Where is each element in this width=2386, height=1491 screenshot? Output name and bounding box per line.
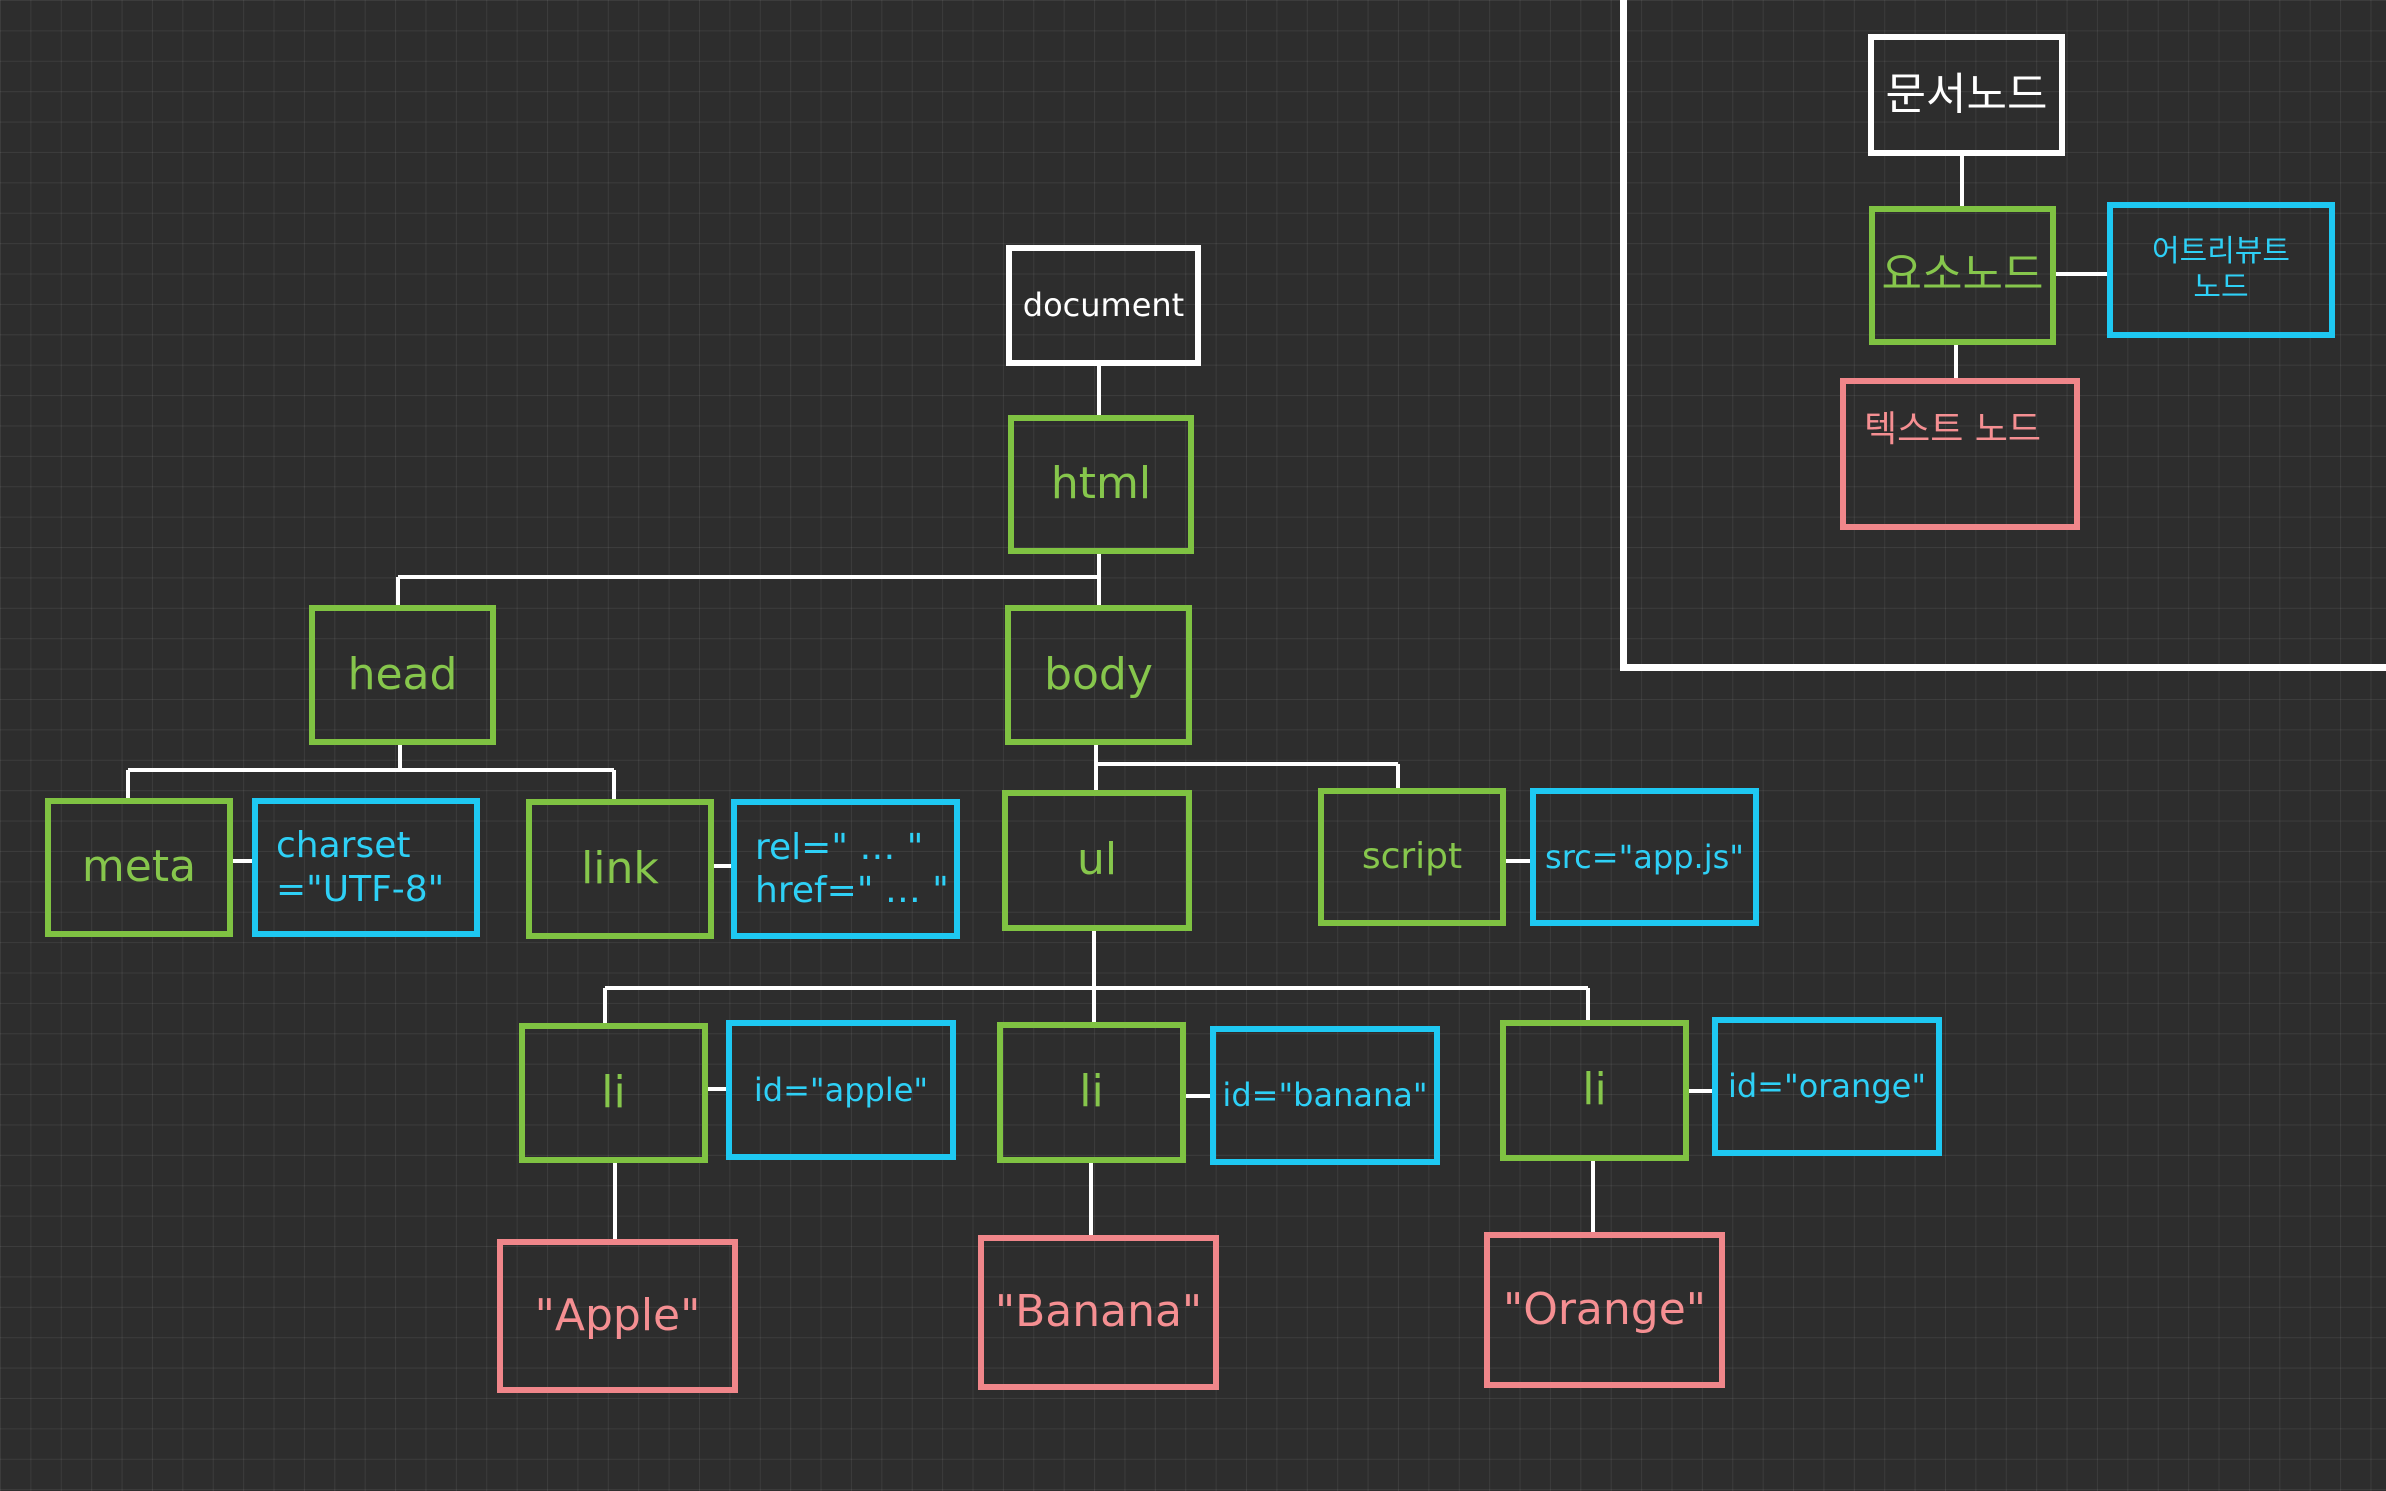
link-node: link bbox=[526, 799, 714, 939]
legend-element-node: 요소노드 bbox=[1869, 206, 2056, 345]
text-orange-node: "Orange" bbox=[1484, 1232, 1725, 1388]
head-node: head bbox=[309, 605, 496, 745]
legend-document-node: 문서노드 bbox=[1868, 34, 2065, 156]
li-orange-node: li bbox=[1500, 1020, 1689, 1161]
script-attribute-node: src="app.js" bbox=[1530, 788, 1759, 926]
meta-attribute-node: charset ="UTF-8" bbox=[252, 798, 480, 937]
html-node: html bbox=[1008, 415, 1194, 554]
li-apple-node: li bbox=[519, 1023, 708, 1163]
text-banana-node: "Banana" bbox=[978, 1235, 1219, 1390]
script-node: script bbox=[1318, 788, 1506, 926]
legend-frame-bottom bbox=[1620, 664, 2386, 671]
li-banana-attribute-node: id="banana" bbox=[1210, 1026, 1440, 1165]
li-orange-attribute-node: id="orange" bbox=[1712, 1017, 1942, 1156]
text-apple-node: "Apple" bbox=[497, 1239, 738, 1393]
link-attribute-node: rel=" … " href=" … " bbox=[731, 799, 960, 939]
ul-node: ul bbox=[1002, 790, 1192, 931]
li-banana-node: li bbox=[997, 1022, 1186, 1163]
li-apple-attribute-node: id="apple" bbox=[726, 1020, 956, 1160]
document-node: document bbox=[1006, 245, 1201, 366]
legend-text-node: 텍스트 노드 bbox=[1840, 378, 2080, 530]
body-node: body bbox=[1005, 605, 1192, 745]
meta-node: meta bbox=[45, 798, 233, 937]
legend-frame-left bbox=[1620, 0, 1627, 671]
legend-attribute-node: 어트리뷰트 노드 bbox=[2107, 202, 2335, 338]
